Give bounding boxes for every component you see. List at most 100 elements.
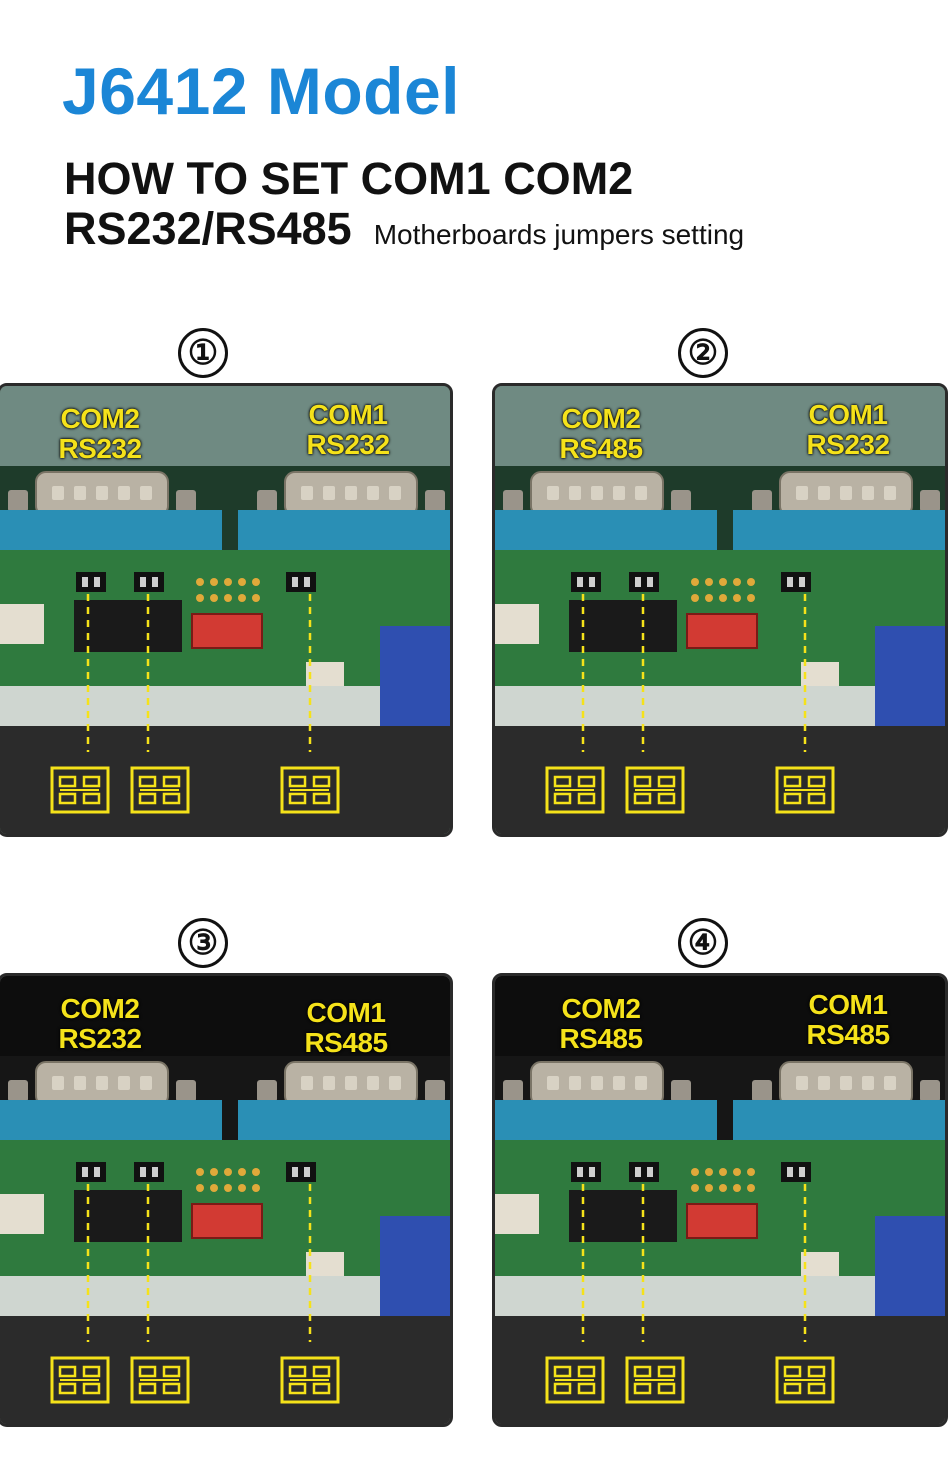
- gold-pin: [733, 594, 741, 602]
- gold-pin: [224, 578, 232, 586]
- jumper-header: [629, 572, 659, 592]
- jumper-header: [629, 1162, 659, 1182]
- jumper-diagram-pin: [58, 792, 77, 805]
- gold-pin: [210, 594, 218, 602]
- jumper-diagram-pin: [783, 1365, 802, 1378]
- subtitle-description: Motherboards jumpers setting: [373, 219, 745, 250]
- panel-number-4: ④: [678, 918, 728, 968]
- db9-pin: [52, 1076, 64, 1090]
- jumper-diagram-pin: [288, 1382, 307, 1395]
- jumper-diagram-pin: [312, 1365, 331, 1378]
- jumper-diagram-pin: [807, 1382, 826, 1395]
- jumper-diagram-pin: [807, 775, 826, 788]
- jumper-pin: [635, 1167, 641, 1177]
- jumper-pin: [647, 577, 653, 587]
- db9-pin: [140, 486, 152, 500]
- db9-pin: [301, 1076, 313, 1090]
- jumper-pin: [799, 577, 805, 587]
- sata-port: [74, 600, 182, 652]
- gold-pin: [691, 1184, 699, 1192]
- memory-slot: [495, 1276, 875, 1316]
- jumper-pin: [140, 577, 146, 587]
- photo-top-area: [0, 976, 450, 1056]
- db9-pin: [301, 486, 313, 500]
- db9-pin: [635, 1076, 647, 1090]
- gold-pin: [705, 1168, 713, 1176]
- db9-pin: [323, 486, 335, 500]
- sata-port: [569, 1190, 677, 1242]
- db9-pin: [818, 1076, 830, 1090]
- jumper-pin: [589, 577, 595, 587]
- gold-pin: [196, 578, 204, 586]
- gold-pin: [210, 1184, 218, 1192]
- photo-top-area: [495, 976, 945, 1056]
- jumper-pin: [304, 1167, 310, 1177]
- jumper-diagram-frame: [775, 766, 835, 814]
- jumper-diagram-pin: [783, 1382, 802, 1395]
- db9-pin: [74, 1076, 86, 1090]
- red-fan-connector: [191, 613, 263, 649]
- db9-pin: [884, 1076, 896, 1090]
- com1-name-4: COM1: [808, 989, 888, 1020]
- jumper-header: [781, 572, 811, 592]
- jumper-diagram-frame: [130, 766, 190, 814]
- gold-pin: [733, 1168, 741, 1176]
- jumper-diagram-frame: [545, 1356, 605, 1404]
- db9-pin: [345, 486, 357, 500]
- jumper-pin: [787, 577, 793, 587]
- jumper-pin: [82, 577, 88, 587]
- gold-pin: [210, 1168, 218, 1176]
- jumper-diagram-pin: [577, 1365, 596, 1378]
- jumper-diagram-frame: [280, 1356, 340, 1404]
- db9-pin: [613, 486, 625, 500]
- jumper-pin: [647, 1167, 653, 1177]
- memory-slot: [0, 686, 380, 726]
- gold-pin: [252, 1184, 260, 1192]
- gold-pin: [691, 594, 699, 602]
- red-fan-connector: [191, 1203, 263, 1239]
- gold-pin: [719, 1184, 727, 1192]
- jumper-header: [571, 572, 601, 592]
- panel-number-3: ③: [178, 918, 228, 968]
- jumper-diagram-pin: [58, 1365, 77, 1378]
- connector-rail-left: [495, 510, 717, 550]
- jumper-diagram-frame: [50, 766, 110, 814]
- motherboard-photo-3: [0, 976, 450, 1424]
- sata-port: [74, 1190, 182, 1242]
- connector-rail-right: [238, 1100, 450, 1140]
- jumper-diagram-pin: [82, 1382, 101, 1395]
- jumper-header: [286, 572, 316, 592]
- db9-pin: [118, 1076, 130, 1090]
- db9-pin: [74, 486, 86, 500]
- white-connector: [495, 604, 539, 644]
- db9-pin: [389, 1076, 401, 1090]
- db9-pin: [345, 1076, 357, 1090]
- memory-slot: [495, 686, 875, 726]
- jumper-diagram-frame: [625, 1356, 685, 1404]
- db9-pin: [613, 1076, 625, 1090]
- connector-rail-right: [238, 510, 450, 550]
- connector-rail-left: [495, 1100, 717, 1140]
- jumper-pin: [577, 577, 583, 587]
- jumper-pin: [292, 1167, 298, 1177]
- jumper-diagram-pin: [162, 1365, 181, 1378]
- db9-pin: [118, 486, 130, 500]
- db9-pin: [547, 1076, 559, 1090]
- db9-pin: [591, 1076, 603, 1090]
- com2-name-1: COM2: [60, 403, 140, 434]
- gold-pin: [196, 1184, 204, 1192]
- jumper-diagram-pin: [807, 792, 826, 805]
- jumper-pin: [140, 1167, 146, 1177]
- db9-pin: [862, 486, 874, 500]
- jumper-pin: [577, 1167, 583, 1177]
- jumper-diagram-pin: [633, 775, 652, 788]
- db9-pin: [591, 486, 603, 500]
- gold-pin: [691, 1168, 699, 1176]
- jumper-diagram-pin: [633, 1365, 652, 1378]
- panel-number-1: ①: [178, 328, 228, 378]
- com1-mode-2: RS232: [806, 429, 890, 460]
- db9-pin: [52, 486, 64, 500]
- subtitle-rs-modes: RS232/RS485: [64, 203, 352, 254]
